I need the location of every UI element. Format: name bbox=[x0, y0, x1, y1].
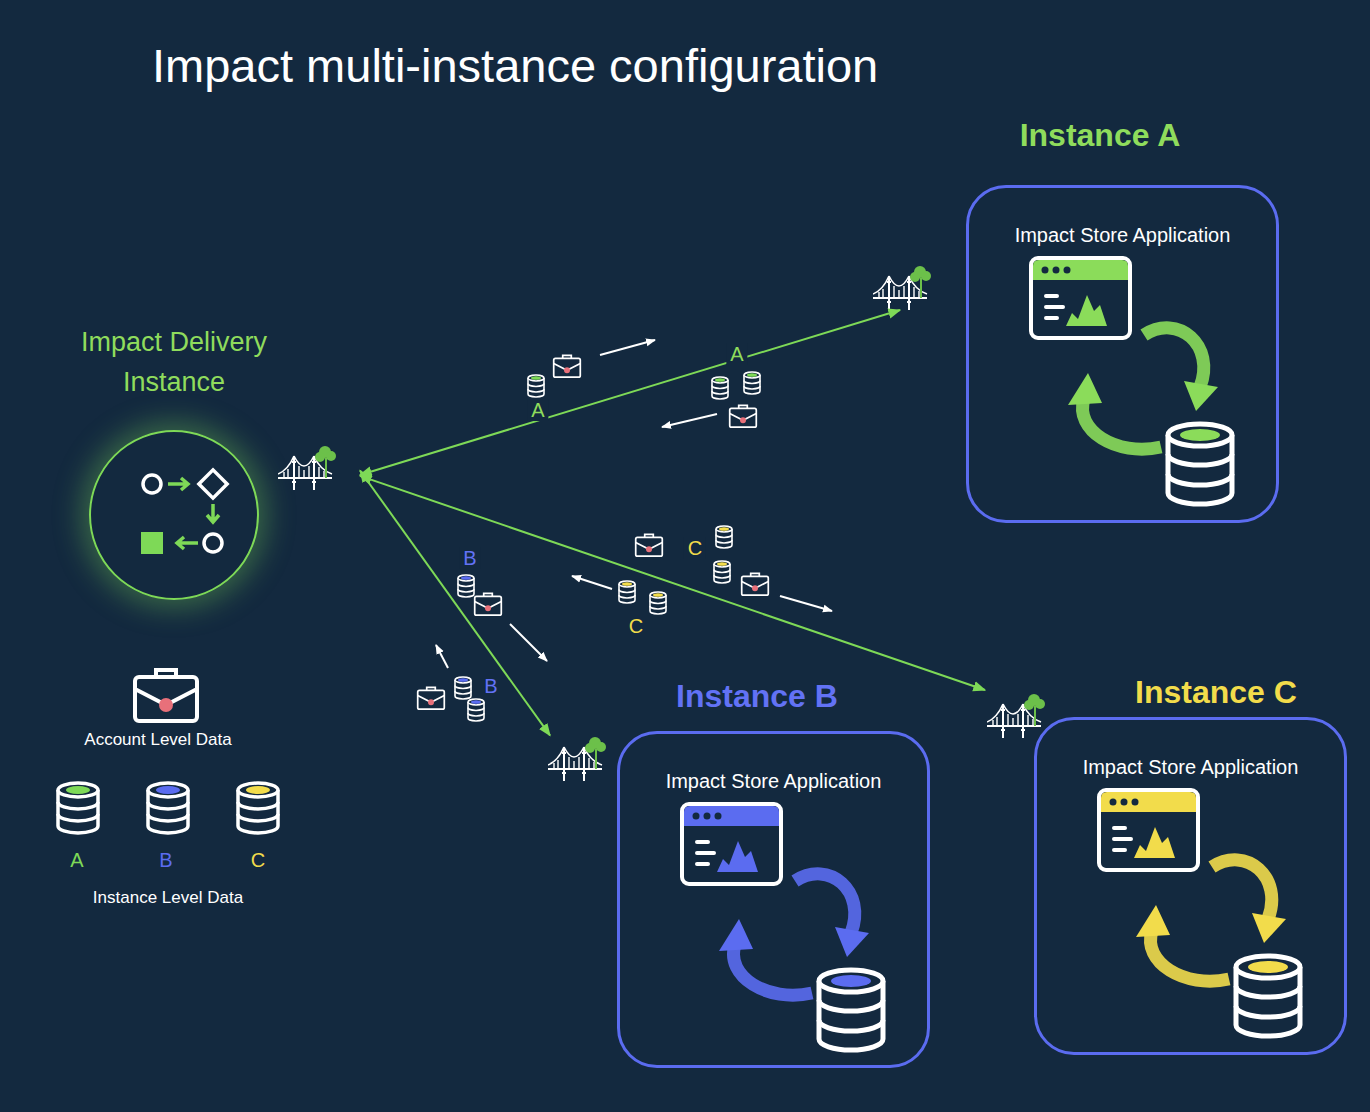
flow-arrow bbox=[600, 340, 655, 355]
legend-swatch bbox=[246, 786, 270, 794]
database-icon bbox=[712, 377, 728, 399]
connector-line bbox=[360, 310, 900, 475]
diagram-title: Impact multi-instance configuration bbox=[152, 38, 878, 93]
database-icon bbox=[458, 575, 474, 597]
database-icon bbox=[468, 699, 484, 721]
database-rings bbox=[238, 802, 278, 821]
store-illustration bbox=[1031, 258, 1232, 504]
database-icon bbox=[716, 526, 732, 548]
flow-arrow bbox=[436, 645, 448, 668]
legend-text: Account Level Data bbox=[84, 731, 231, 750]
bridge-icon bbox=[987, 694, 1045, 738]
database-icon bbox=[455, 677, 471, 699]
database-top bbox=[148, 783, 188, 797]
database-icon bbox=[714, 561, 730, 583]
store-illustration bbox=[1099, 790, 1300, 1036]
briefcase-icons bbox=[135, 355, 768, 721]
database-icon bbox=[528, 375, 544, 397]
flow-arrow bbox=[780, 596, 832, 611]
database-rings bbox=[148, 802, 188, 821]
store-illustration bbox=[682, 804, 883, 1050]
legend-text: C bbox=[251, 849, 265, 871]
briefcase-icon bbox=[135, 670, 197, 721]
instance-letter: C bbox=[629, 615, 643, 637]
legend-caption: Instance Level Data bbox=[93, 889, 243, 908]
bridge-icon bbox=[873, 266, 931, 310]
database-icon bbox=[744, 372, 760, 394]
instance-letter: B bbox=[484, 675, 497, 697]
legend-database-swatch bbox=[235, 780, 281, 836]
glow-circle bbox=[89, 430, 259, 600]
connector-line bbox=[360, 470, 550, 735]
instance-node: Impact Store Application Instance A bbox=[900, 110, 1280, 525]
database-icon bbox=[650, 592, 666, 614]
workflow-icon bbox=[141, 470, 227, 554]
briefcase-icon bbox=[636, 534, 663, 556]
node-heading: Impact Delivery Instance bbox=[64, 322, 284, 402]
legend-text: B bbox=[159, 849, 172, 871]
node-text: Impact Store Application bbox=[620, 768, 927, 794]
node-text: Impact Store Application bbox=[1037, 754, 1344, 780]
bridge-icon bbox=[278, 446, 336, 490]
instance-letter: A bbox=[527, 399, 548, 421]
flow-arrow bbox=[510, 624, 547, 661]
bridge-icon bbox=[548, 737, 606, 781]
briefcase-icon bbox=[742, 573, 769, 595]
flow-arrows bbox=[436, 340, 832, 668]
edge-label: A bbox=[726, 343, 747, 365]
instance-box: Impact Store Application bbox=[966, 185, 1279, 523]
briefcase-icon bbox=[475, 593, 502, 615]
edge-label: B bbox=[459, 547, 480, 569]
store-illustrations bbox=[682, 258, 1300, 1050]
flow-arrow bbox=[662, 414, 717, 427]
node-heading: Instance C bbox=[1096, 672, 1336, 712]
database-icons bbox=[455, 372, 760, 721]
database-top bbox=[238, 783, 278, 797]
briefcase-icon bbox=[418, 687, 445, 709]
node-heading: Instance B bbox=[637, 676, 877, 716]
legend-database-swatch bbox=[145, 780, 191, 836]
instance-box: Impact Store Application bbox=[617, 731, 930, 1068]
node-text: Impact Store Application bbox=[969, 222, 1276, 248]
legend-swatch bbox=[66, 786, 90, 794]
database-rings bbox=[58, 802, 98, 821]
database-top bbox=[58, 783, 98, 797]
legend-swatch bbox=[156, 786, 180, 794]
database-icon bbox=[619, 581, 635, 603]
node-heading: Instance A bbox=[980, 115, 1220, 155]
flow-arrow bbox=[572, 576, 612, 589]
bridge-icons bbox=[278, 266, 1045, 781]
briefcase-icon bbox=[554, 355, 581, 377]
edge-label: C bbox=[684, 537, 706, 559]
legend-text: A bbox=[70, 849, 83, 871]
delivery-instance-node: Impact Delivery Instance bbox=[60, 325, 360, 605]
connector-line bbox=[360, 476, 985, 690]
briefcase-icon bbox=[730, 405, 757, 427]
instance-node: Impact Store Application Instance C bbox=[985, 665, 1348, 1057]
instance-box: Impact Store Application bbox=[1034, 717, 1347, 1055]
legend-database-swatch bbox=[55, 780, 101, 836]
instance-node: Impact Store Application Instance B bbox=[550, 670, 930, 1070]
